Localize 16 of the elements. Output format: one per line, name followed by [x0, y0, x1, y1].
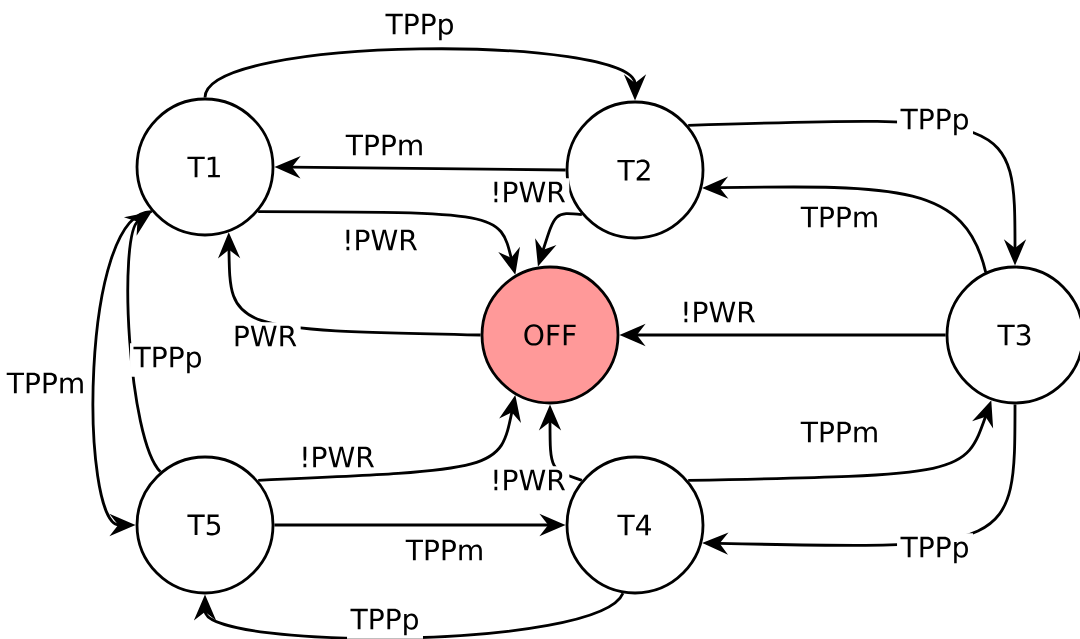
edge-label: TPPp: [382, 10, 458, 44]
edge-label: TPPm: [3, 369, 89, 397]
edge-label: TPPp: [897, 533, 973, 567]
edge-label: TPPm: [342, 131, 428, 159]
edge-label: !PWR: [338, 226, 422, 254]
edge-label: TPPp: [347, 605, 423, 639]
edge-label: TPPm: [402, 536, 488, 564]
edge-label: TPPp: [130, 343, 206, 377]
edge-label: TPPm: [797, 203, 883, 231]
edge-label: !PWR: [295, 443, 379, 471]
edge-label: !PWR: [486, 466, 570, 494]
edge-label: !PWR: [486, 178, 570, 206]
edge-label: TPPp: [897, 105, 973, 139]
edge-label: TPPm: [797, 418, 883, 446]
edge-label: !PWR: [676, 298, 760, 326]
edge-label: PWR: [229, 322, 301, 350]
